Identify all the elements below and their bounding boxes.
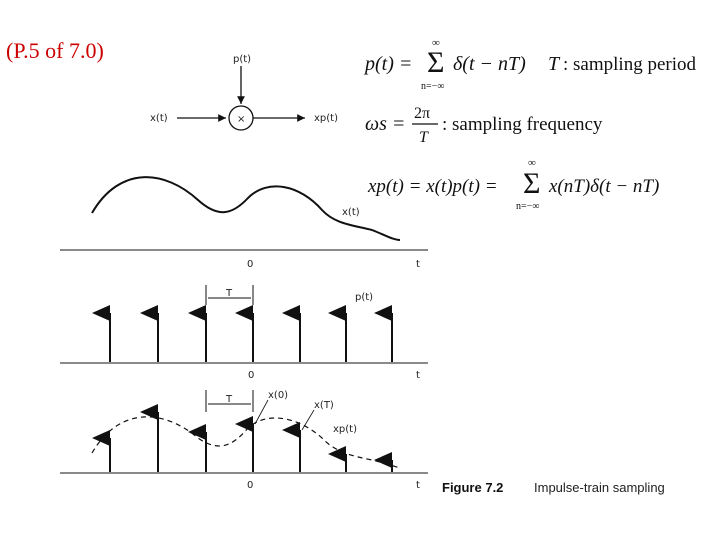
equation-pulse-train: p(t) = ∞ Σ n=−∞ δ(t − nT) T : sampling p… [363,37,696,92]
xp-origin-label: 0 [247,480,253,491]
eq1-def-text: : sampling period [563,54,696,75]
eq1-sum-bottom: n=−∞ [421,81,444,92]
eq1-sigma: Σ [427,46,444,79]
p-axis-label: t [416,370,420,381]
xp-envelope [91,416,401,469]
plot-x-signal: x(t) 0 t [60,176,428,270]
eq3-lhs: xp(t) = x(t)p(t) = [367,176,498,197]
equation-sampling-frequency: ωs = 2π T : sampling frequency [365,105,603,146]
x-origin-label: 0 [247,259,253,270]
x-signal-curve [91,176,401,241]
eq1-sum-top: ∞ [432,37,440,49]
plot-p-train: T p(t) 0 t [60,285,428,381]
eq2-lhs: ωs = [365,113,405,135]
xT-label: x(T) [314,400,334,411]
eq3-sum-top: ∞ [528,157,536,169]
xp-signal-label: xp(t) [333,424,357,435]
xT-leader [301,409,315,431]
plot-xp-samples: T x(0) x(T) xp(t) 0 t [60,390,428,491]
figure-caption: Figure 7.2 Impulse-train sampling [442,480,665,495]
caption-text: Impulse-train sampling [534,480,665,495]
output-label: xp(t) [314,113,338,124]
x-axis-label: t [416,259,420,270]
multiplier-symbol: × [237,114,245,125]
p-signal-label: p(t) [355,292,373,303]
eq2-text: : sampling frequency [442,114,603,135]
equation-product: xp(t) = x(t)p(t) = ∞ Σ n=−∞ x(nT)δ(t − n… [367,157,659,212]
x0-label: x(0) [268,390,288,401]
slide-page-label: (P.5 of 7.0) [6,38,104,63]
p-period-label: T [225,288,233,299]
caption-figure-number: Figure 7.2 [442,480,503,495]
eq1-body: δ(t − nT) [453,53,526,75]
xp-period-label: T [225,394,233,405]
eq1-lhs: p(t) = [363,53,412,75]
x-signal-label: x(t) [342,207,360,218]
input-label: x(t) [150,113,168,124]
x0-leader [254,399,269,425]
eq3-sigma: Σ [523,167,540,200]
carrier-label: p(t) [233,54,251,65]
eq3-body: x(nT)δ(t − nT) [548,176,659,197]
eq1-def-symbol: T [548,53,561,75]
eq2-numerator: 2π [414,105,430,122]
eq3-sum-bottom: n=−∞ [516,201,539,212]
eq2-denominator: T [419,129,429,146]
block-diagram: p(t) × x(t) xp(t) [150,54,338,131]
xp-axis-label: t [416,480,420,491]
p-origin-label: 0 [248,370,254,381]
